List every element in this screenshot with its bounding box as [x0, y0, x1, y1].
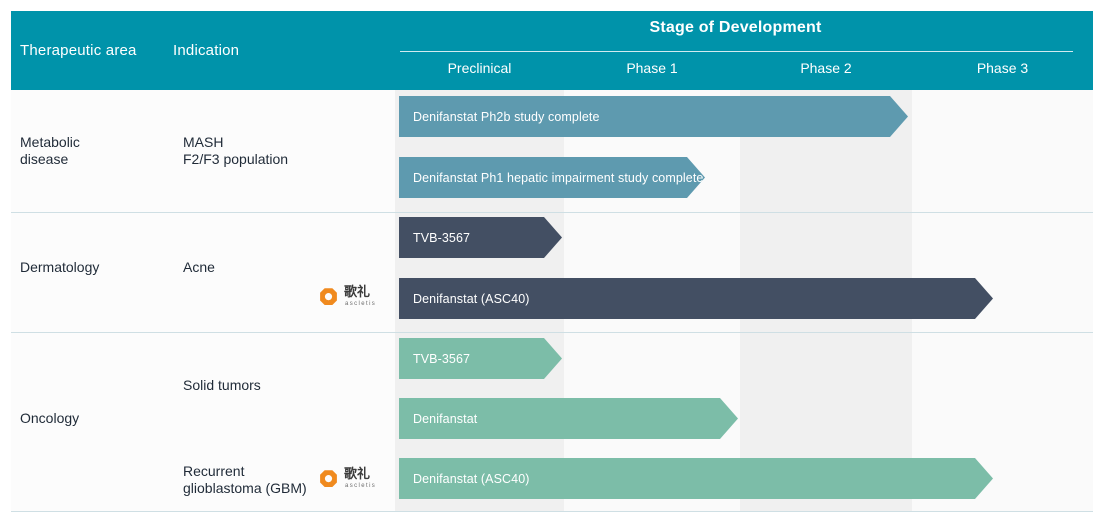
header-stage-of-development: Stage of Development — [649, 19, 822, 36]
bar-label: Denifanstat — [413, 411, 478, 426]
header-therapeutic-area: Therapeutic area — [20, 42, 137, 59]
ascletis-logo-dermatology: 歌礼 ascletis — [318, 284, 380, 311]
bar-denifanstat-asc40-oncology[interactable]: Denifanstat (ASC40) — [399, 458, 993, 499]
header-phase-preclinical: Preclinical — [447, 60, 512, 76]
indication-solid-tumors: Solid tumors — [183, 377, 261, 393]
row-divider-1 — [11, 212, 1093, 213]
header-phase-2: Phase 2 — [800, 60, 852, 76]
bar-denifanstat-oncology[interactable]: Denifanstat — [399, 398, 738, 439]
bar-label: Denifanstat (ASC40) — [413, 291, 530, 306]
header-phase-1: Phase 1 — [626, 60, 678, 76]
indication-acne: Acne — [183, 259, 215, 275]
bar-label: Denifanstat Ph2b study complete — [413, 109, 600, 124]
header-phase-3: Phase 3 — [976, 60, 1029, 76]
table-header — [11, 11, 1093, 90]
header-indication: Indication — [173, 42, 240, 59]
bar-label: TVB-3567 — [413, 230, 471, 245]
bar-label: TVB-3567 — [413, 351, 471, 366]
header-divider-line — [400, 51, 1073, 52]
ascletis-latin-text: ascletis — [345, 483, 377, 489]
row-divider-2 — [11, 332, 1093, 333]
therapeutic-area-oncology: Oncology — [20, 410, 80, 426]
ascletis-cn-text: 歌礼 — [344, 466, 371, 481]
bar-label: Denifanstat Ph1 hepatic impairment study… — [413, 170, 704, 185]
therapeutic-area-metabolic: Metabolic disease — [20, 134, 80, 167]
bar-denifanstat-ph1-hepatic-impairment[interactable]: Denifanstat Ph1 hepatic impairment study… — [399, 157, 705, 198]
bar-denifanstat-ph2b-study-complete[interactable]: Denifanstat Ph2b study complete — [399, 96, 908, 137]
therapeutic-area-dermatology: Dermatology — [20, 259, 100, 275]
indication-recurrent-gbm: Recurrent glioblastoma (GBM) — [183, 463, 307, 496]
ascletis-mark-icon — [318, 287, 339, 308]
ascletis-logo-oncology: 歌礼 ascletis — [318, 466, 380, 493]
ascletis-mark-icon — [318, 469, 339, 490]
bar-denifanstat-asc40-dermatology[interactable]: Denifanstat (ASC40) — [399, 278, 993, 319]
table-bottom-rule — [11, 511, 1093, 512]
bar-tvb-3567-dermatology[interactable]: TVB-3567 — [399, 217, 562, 258]
ascletis-latin-text: ascletis — [345, 301, 377, 307]
bar-label: Denifanstat (ASC40) — [413, 471, 530, 486]
ascletis-cn-text: 歌礼 — [344, 284, 371, 299]
indication-mash: MASH F2/F3 population — [183, 134, 289, 167]
bar-tvb-3567-oncology[interactable]: TVB-3567 — [399, 338, 562, 379]
